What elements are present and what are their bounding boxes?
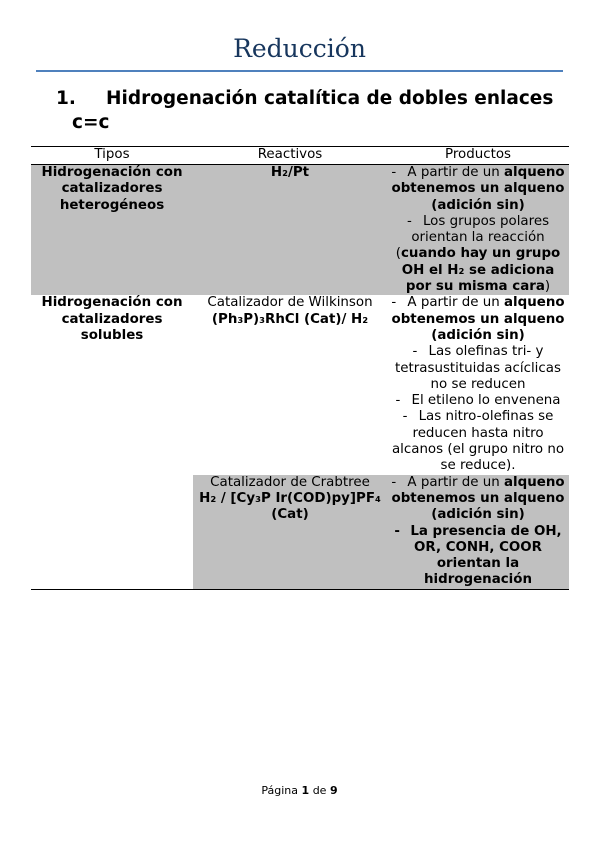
tipo-cell: Hidrogenación con catalizadores heterogé… bbox=[31, 164, 193, 296]
reactions-table: Tipos Reactivos Productos Hidrogenación … bbox=[31, 146, 569, 590]
tipo-cell bbox=[31, 474, 193, 590]
footer-of-label: de bbox=[312, 784, 327, 797]
tipo-cell: Hidrogenación con catalizadores solubles bbox=[41, 295, 183, 343]
section-title-line1: Hidrogenación catalítica de dobles enlac… bbox=[106, 88, 554, 109]
reactivo-cell: H₂/Pt bbox=[193, 164, 387, 296]
reactivo-catalyst-name: Catalizador de Crabtree bbox=[210, 474, 370, 490]
reactivo-formula: (Ph₃P)₃RhCl (Cat)/ H₂ bbox=[211, 311, 369, 327]
table-header-row: Tipos Reactivos Productos bbox=[31, 146, 569, 165]
header-productos: Productos bbox=[387, 146, 569, 165]
producto-cell: -A partir de un alqueno obtenemos un alq… bbox=[387, 474, 569, 590]
section-number: 1. bbox=[56, 88, 76, 109]
table-row: Hidrogenación con catalizadores heterogé… bbox=[31, 164, 569, 296]
footer-page-current: 1 bbox=[301, 784, 310, 797]
list-item: -Las olefinas tri- y tetrasustituidas ac… bbox=[395, 344, 561, 392]
reactivo-formula: H₂ / [Cy₃P Ir(COD)py]PF₄ (Cat) bbox=[199, 490, 381, 523]
list-item: -A partir de un alqueno obtenemos un alq… bbox=[391, 165, 565, 213]
section-heading: 1. Hidrogenación catalítica de dobles enl… bbox=[56, 87, 553, 135]
table-row: Hidrogenación con catalizadores solubles… bbox=[31, 295, 569, 474]
footer-page-total: 9 bbox=[329, 784, 338, 797]
list-item: -Las nitro-olefinas se reducen hasta nit… bbox=[391, 409, 565, 474]
page-title: Reducción bbox=[233, 34, 366, 63]
list-item: -El etileno lo envenena bbox=[395, 393, 561, 409]
list-item: -La presencia de OH, OR, CONH, COOR orie… bbox=[394, 523, 562, 588]
reactivo-cell: Catalizador de Wilkinson (Ph₃P)₃RhCl (Ca… bbox=[193, 295, 387, 474]
reactivo-cell: Catalizador de Crabtree H₂ / [Cy₃P Ir(CO… bbox=[193, 474, 387, 590]
producto-cell: -A partir de un alqueno obtenemos un alq… bbox=[387, 295, 569, 474]
title-underline bbox=[36, 70, 563, 72]
list-item: -A partir de un alqueno obtenemos un alq… bbox=[391, 474, 565, 523]
list-item: -A partir de un alqueno obtenemos un alq… bbox=[391, 295, 565, 343]
list-item: -Los grupos polares orientan la reacción… bbox=[395, 213, 561, 295]
footer-page-label: Página bbox=[261, 784, 299, 797]
page-footer: Página 1 de 9 bbox=[0, 784, 599, 797]
table-row: Catalizador de Crabtree H₂ / [Cy₃P Ir(CO… bbox=[31, 474, 569, 590]
section-title-line2: c=c bbox=[72, 112, 110, 133]
producto-cell: -A partir de un alqueno obtenemos un alq… bbox=[387, 164, 569, 296]
header-tipos: Tipos bbox=[31, 146, 193, 165]
reactivo-formula: H₂/Pt bbox=[270, 165, 310, 180]
header-reactivos: Reactivos bbox=[193, 146, 387, 165]
reactivo-catalyst-name: Catalizador de Wilkinson bbox=[207, 295, 373, 311]
